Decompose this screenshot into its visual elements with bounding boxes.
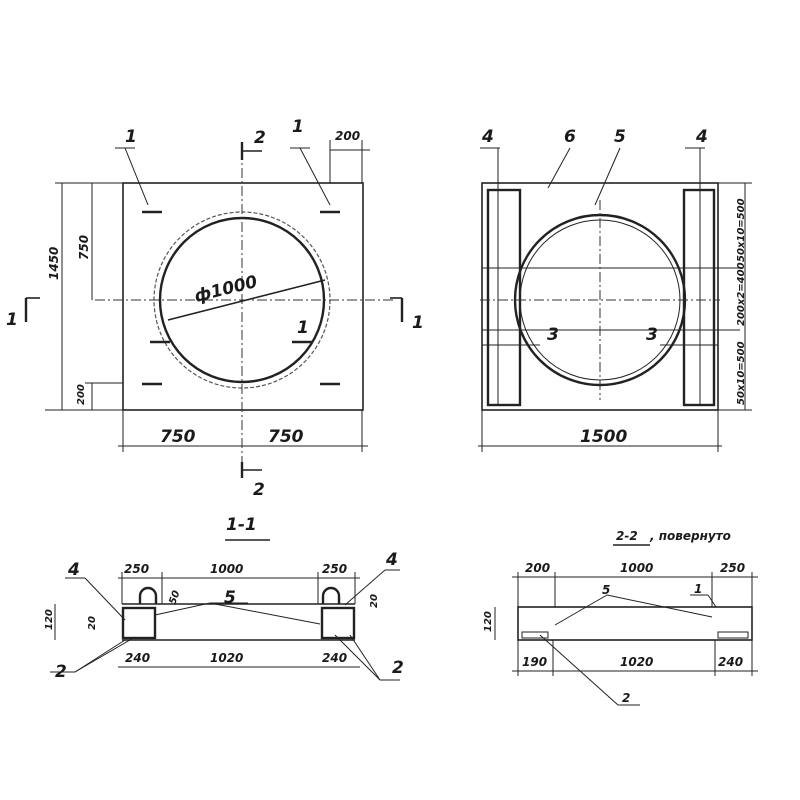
dim-200x2: 200x2=400 bbox=[736, 262, 747, 326]
dim-240-right: 240 bbox=[322, 651, 347, 665]
dim-200: 200 bbox=[525, 561, 550, 575]
dim-20-left: 20 bbox=[87, 616, 98, 630]
section-subtitle: , повернуто bbox=[649, 529, 731, 543]
loop-right bbox=[321, 586, 341, 604]
lifting-loops bbox=[142, 210, 340, 386]
dim-1500: 1500 bbox=[580, 427, 627, 447]
dim-1000: 1000 bbox=[210, 562, 243, 576]
dim-200-bottom: 200 bbox=[76, 384, 87, 405]
dim-250: 250 bbox=[720, 561, 745, 575]
slab-section bbox=[517, 606, 753, 641]
dim-50: 50 bbox=[167, 589, 182, 606]
callout-2-left: 2 bbox=[55, 662, 67, 682]
dim-120: 120 bbox=[44, 609, 55, 630]
plan-left: 1 1 1 2 2 1 1 200 1450 750 200 750 750 ф… bbox=[6, 117, 424, 500]
dim-240: 240 bbox=[718, 655, 743, 669]
callout-5: 5 bbox=[602, 583, 610, 597]
callout-1: 1 bbox=[297, 318, 309, 338]
callout-2: 2 bbox=[622, 691, 630, 705]
callout-2-right: 2 bbox=[392, 658, 404, 678]
callout-5: 5 bbox=[614, 127, 626, 147]
slab-outline bbox=[122, 182, 364, 411]
rib-left bbox=[121, 606, 157, 640]
dim-250-left: 250 bbox=[124, 562, 149, 576]
section-mark-2-top: 2 bbox=[254, 128, 266, 148]
callout-1: 1 bbox=[694, 582, 702, 596]
callout-6: 6 bbox=[564, 127, 576, 147]
callout-1: 1 bbox=[125, 127, 137, 147]
callout-4-right: 4 bbox=[695, 127, 708, 147]
callout-1: 1 bbox=[292, 117, 304, 137]
dim-240-left: 240 bbox=[125, 651, 150, 665]
diameter-line bbox=[167, 279, 326, 321]
dim-250-right: 250 bbox=[322, 562, 347, 576]
dim-50x10-bottom: 50x10=500 bbox=[736, 341, 747, 405]
dim-750-right: 750 bbox=[268, 427, 304, 447]
section-2-2: 2-2 , повернуто 200 1000 250 190 1020 24… bbox=[483, 529, 758, 706]
callout-4-right: 4 bbox=[385, 550, 398, 570]
callout-5: 5 bbox=[224, 588, 236, 608]
dim-1020: 1020 bbox=[620, 655, 653, 669]
dim-1450: 1450 bbox=[47, 247, 61, 280]
rib-right bbox=[320, 606, 356, 640]
dim-750-left: 750 bbox=[160, 427, 196, 447]
section-1-1: 1-1 250 1000 250 240 1020 240 120 20 20 … bbox=[44, 515, 404, 682]
dim-20-right: 20 bbox=[369, 594, 380, 608]
dim-50x10-top: 50x10=500 bbox=[736, 198, 747, 262]
section-mark-1-right: 1 bbox=[412, 313, 424, 333]
callout-3-right: 3 bbox=[646, 325, 658, 345]
dim-120: 120 bbox=[483, 611, 494, 632]
callout-3-left: 3 bbox=[547, 325, 559, 345]
diameter-label: ф1000 bbox=[192, 272, 259, 307]
section-title: 1-1 bbox=[226, 515, 257, 535]
dim-750-vertical: 750 bbox=[77, 235, 91, 260]
section-title: 2-2 bbox=[616, 529, 638, 543]
callout-4-left: 4 bbox=[67, 560, 80, 580]
dim-200-top: 200 bbox=[335, 129, 360, 143]
dim-1000: 1000 bbox=[620, 561, 653, 575]
section-mark-2-bottom: 2 bbox=[253, 480, 265, 500]
plan-right: 4 6 5 4 3 3 1500 50x10=500 200x2=400 50x… bbox=[478, 127, 752, 452]
rib-right bbox=[682, 188, 716, 407]
dim-190: 190 bbox=[522, 655, 547, 669]
slab-outline bbox=[481, 182, 719, 411]
loop-left bbox=[138, 586, 158, 604]
dim-1020: 1020 bbox=[210, 651, 243, 665]
callout-4-left: 4 bbox=[481, 127, 494, 147]
section-mark-1-left: 1 bbox=[6, 310, 18, 330]
